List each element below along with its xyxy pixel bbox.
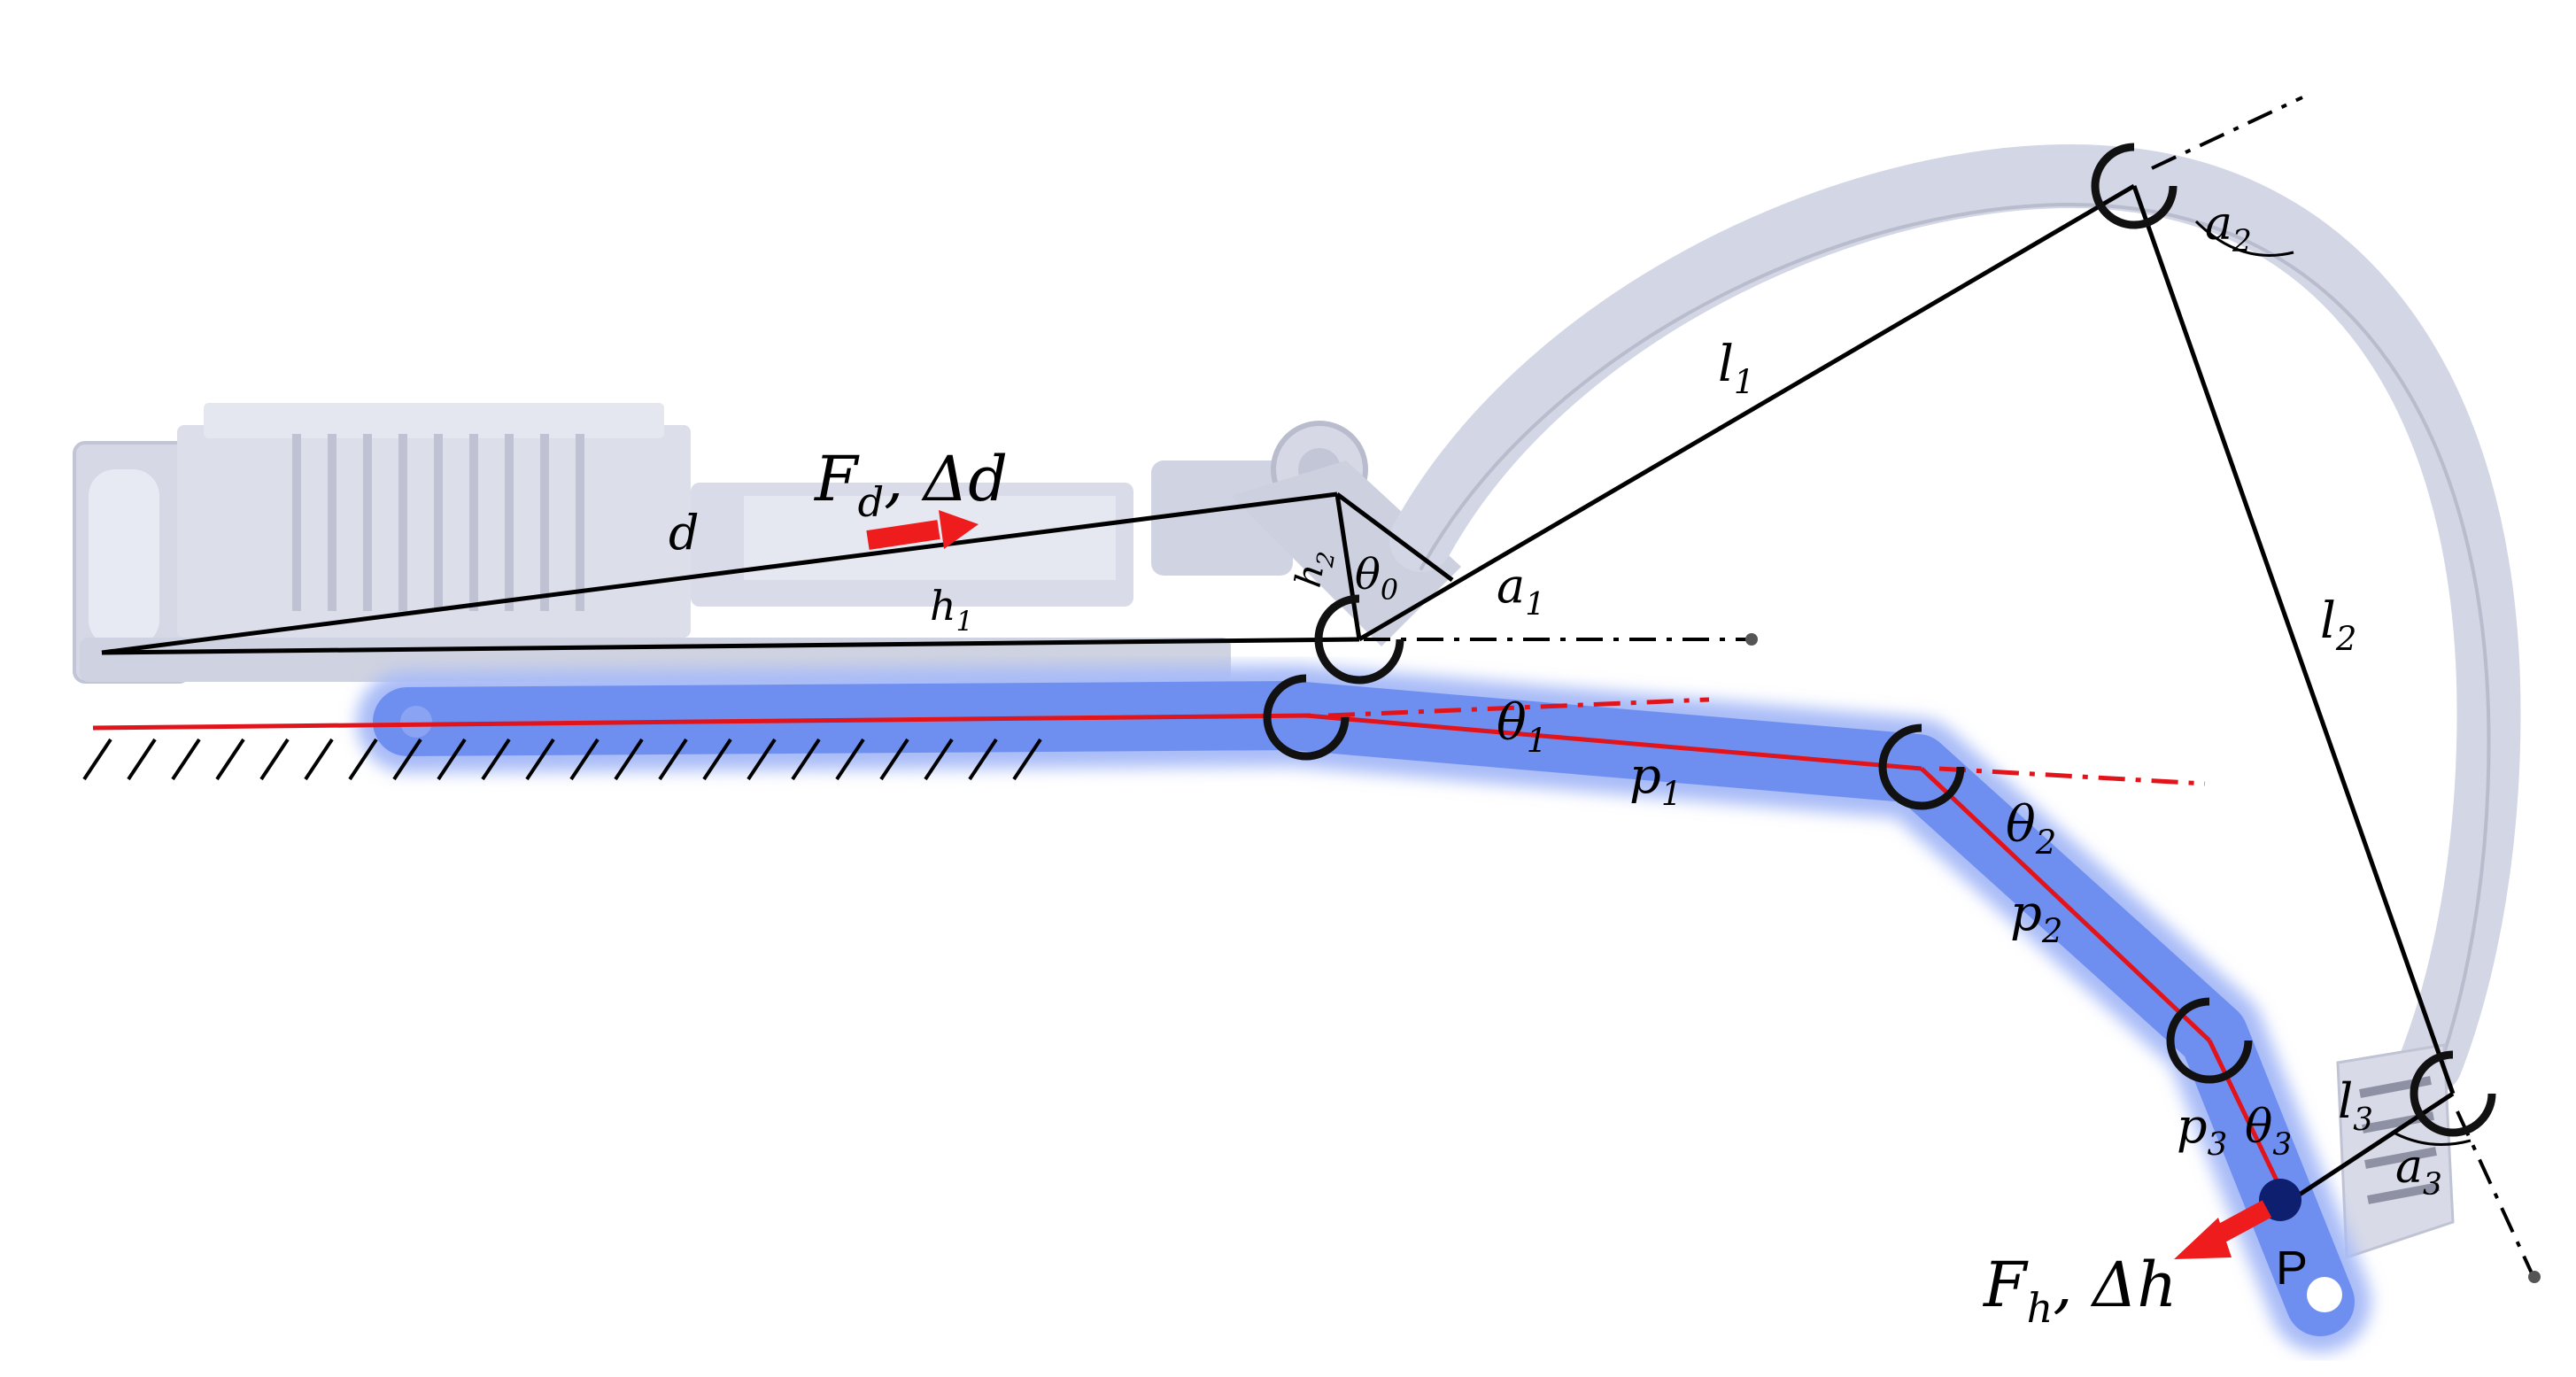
label-p2: p2: [2010, 885, 2062, 950]
linear-actuator: [73, 403, 1461, 684]
label-theta2: θ2: [2006, 796, 2056, 862]
label-h1: h1: [930, 582, 973, 638]
axis-end-dot: [1745, 633, 1758, 646]
label-p1: p1: [1629, 747, 1682, 813]
axis-end-dot: [2528, 1271, 2541, 1283]
label-theta1: θ1: [1497, 694, 1547, 760]
label-point-p: P: [2276, 1242, 2308, 1295]
force-arrow-icon: [866, 510, 979, 550]
label-d: d: [669, 505, 700, 561]
rotation-joint-icon: [1314, 594, 1404, 685]
ground-hatch-icon: [82, 738, 1042, 781]
label-a3: a3: [2395, 1141, 2442, 1203]
label-theta0: θ0: [1355, 550, 1398, 607]
label-p3: p3: [2177, 1098, 2227, 1163]
label-l1: l1: [1718, 336, 1754, 401]
label-l2: l2: [2320, 592, 2356, 658]
kinematic-lines: [101, 96, 2534, 1276]
rotation-joint-icon: [1263, 674, 1350, 761]
arc-link: [1389, 144, 2521, 1095]
label-l3: l3: [2338, 1073, 2373, 1138]
rotation-joint-icon: [2091, 143, 2178, 229]
end-point-p: [2259, 1179, 2301, 1221]
finger-phalanges: [356, 664, 2371, 1353]
label-force-d: Fd, Δd: [813, 443, 1008, 526]
rotation-joint-icon: [1878, 723, 1965, 810]
label-force-h: Fh, Δh: [1982, 1249, 2177, 1332]
label-theta3: θ3: [2245, 1101, 2292, 1163]
force-arrow-icon: [2174, 1200, 2272, 1259]
label-h2: h2: [1288, 546, 1342, 592]
phalanx-centerlines: [1305, 697, 2290, 1204]
rotation-joint-icon: [2166, 997, 2253, 1084]
label-a2: a2: [2205, 197, 2252, 259]
label-a1: a1: [1497, 558, 1545, 623]
rotation-joint-icon: [2410, 1050, 2496, 1137]
ground: [82, 713, 1311, 781]
